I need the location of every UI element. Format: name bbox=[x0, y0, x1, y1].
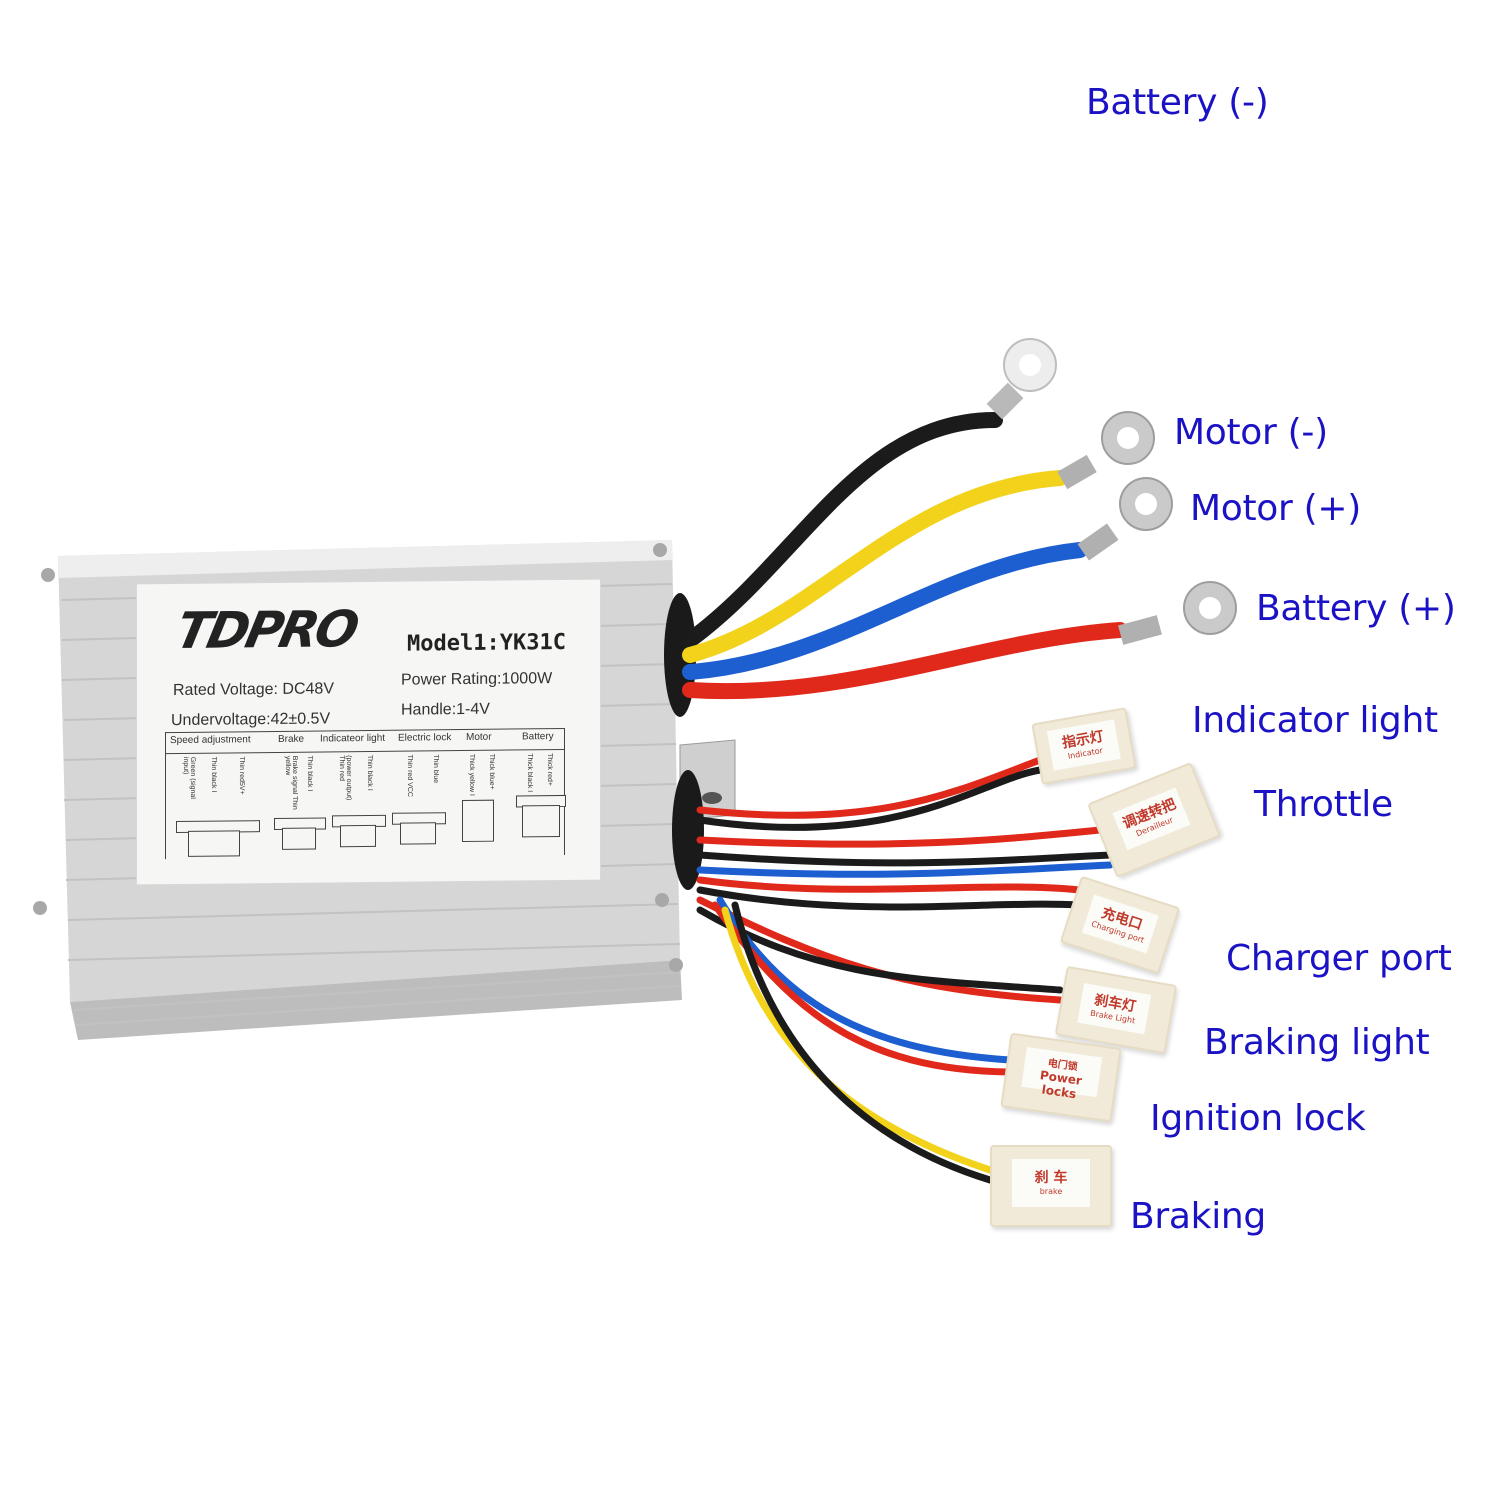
pin-wire: Brake signal Thin yellow bbox=[284, 755, 298, 810]
model-number: Model1:YK31C bbox=[407, 629, 566, 657]
plug-brake-body bbox=[282, 827, 316, 850]
pin-wire: Thin black I bbox=[366, 754, 373, 791]
callout-motor-positive: Motor (+) bbox=[1190, 488, 1362, 529]
rated-voltage: Rated Voltage: DC48V bbox=[173, 680, 334, 700]
pin-group-motor: Motor bbox=[466, 731, 492, 743]
callout-battery-positive: Battery (+) bbox=[1256, 588, 1456, 629]
power-wires bbox=[682, 412, 1128, 700]
pin-wire: (power output) Thin red bbox=[338, 755, 352, 801]
pin-group-indicator-light: Indicateor light bbox=[320, 732, 386, 745]
handle-voltage: Handle:1-4V bbox=[401, 700, 490, 719]
wiring-pin-table: Speed adjustment Brake Indicateor light … bbox=[165, 727, 566, 860]
grommet-bottom bbox=[672, 770, 704, 890]
callout-braking-light: Braking light bbox=[1204, 1022, 1430, 1063]
brand-logo: TDPRO bbox=[170, 600, 362, 661]
product-label: TDPRO Model1:YK31C Rated Voltage: DC48V … bbox=[137, 579, 600, 885]
plug-electric-lock-body bbox=[400, 822, 436, 845]
screw-icon bbox=[41, 568, 55, 582]
callout-charger-port: Charger port bbox=[1226, 938, 1452, 979]
ring-terminal-icon bbox=[1057, 411, 1155, 490]
wire-battery-neg bbox=[682, 412, 1003, 648]
pin-wire: Thin red5V+ bbox=[238, 756, 245, 795]
callout-throttle: Throttle bbox=[1254, 784, 1393, 825]
screw-icon bbox=[669, 958, 683, 972]
screw-icon bbox=[653, 543, 667, 557]
pin-wire: Thin blue bbox=[432, 754, 439, 784]
pin-wire: Thin red VCC bbox=[406, 754, 413, 798]
signal-wires bbox=[696, 756, 1114, 1184]
ring-terminal-icon bbox=[986, 338, 1057, 420]
callout-motor-negative: Motor (-) bbox=[1174, 412, 1328, 453]
callout-ignition-lock: Ignition lock bbox=[1150, 1098, 1366, 1139]
callout-braking: Braking bbox=[1130, 1196, 1266, 1237]
screw-icon bbox=[655, 893, 669, 907]
undervoltage: Undervoltage:42±0.5V bbox=[171, 710, 331, 730]
screw-icon bbox=[33, 901, 47, 915]
callout-battery-negative: Battery (-) bbox=[1086, 82, 1269, 123]
pin-group-speed-adjustment: Speed adjustment bbox=[170, 734, 251, 747]
wire-battery-pos bbox=[682, 622, 1128, 700]
wire-motor-pos bbox=[682, 542, 1088, 680]
pin-group-electric-lock: Electric lock bbox=[398, 732, 452, 744]
ring-terminal-icon bbox=[1077, 477, 1173, 561]
wire-motor-neg bbox=[682, 470, 1068, 663]
plug-battery-body bbox=[522, 804, 560, 838]
plug-speed-adjustment-body bbox=[188, 830, 240, 857]
power-rating: Power Rating:1000W bbox=[401, 670, 553, 689]
ring-terminals bbox=[986, 338, 1237, 645]
pin-group-brake: Brake bbox=[278, 733, 305, 745]
pin-wire: Green (signal input) bbox=[182, 756, 196, 799]
plug-motor bbox=[462, 799, 494, 843]
pin-wire: Thin black I bbox=[210, 756, 217, 793]
callout-indicator-light: Indicator light bbox=[1192, 700, 1438, 741]
pin-group-battery: Battery bbox=[522, 731, 554, 743]
plug-indicator-body bbox=[340, 824, 376, 848]
pin-wire: Thin black I bbox=[306, 755, 313, 792]
ring-terminal-icon bbox=[1118, 581, 1237, 645]
